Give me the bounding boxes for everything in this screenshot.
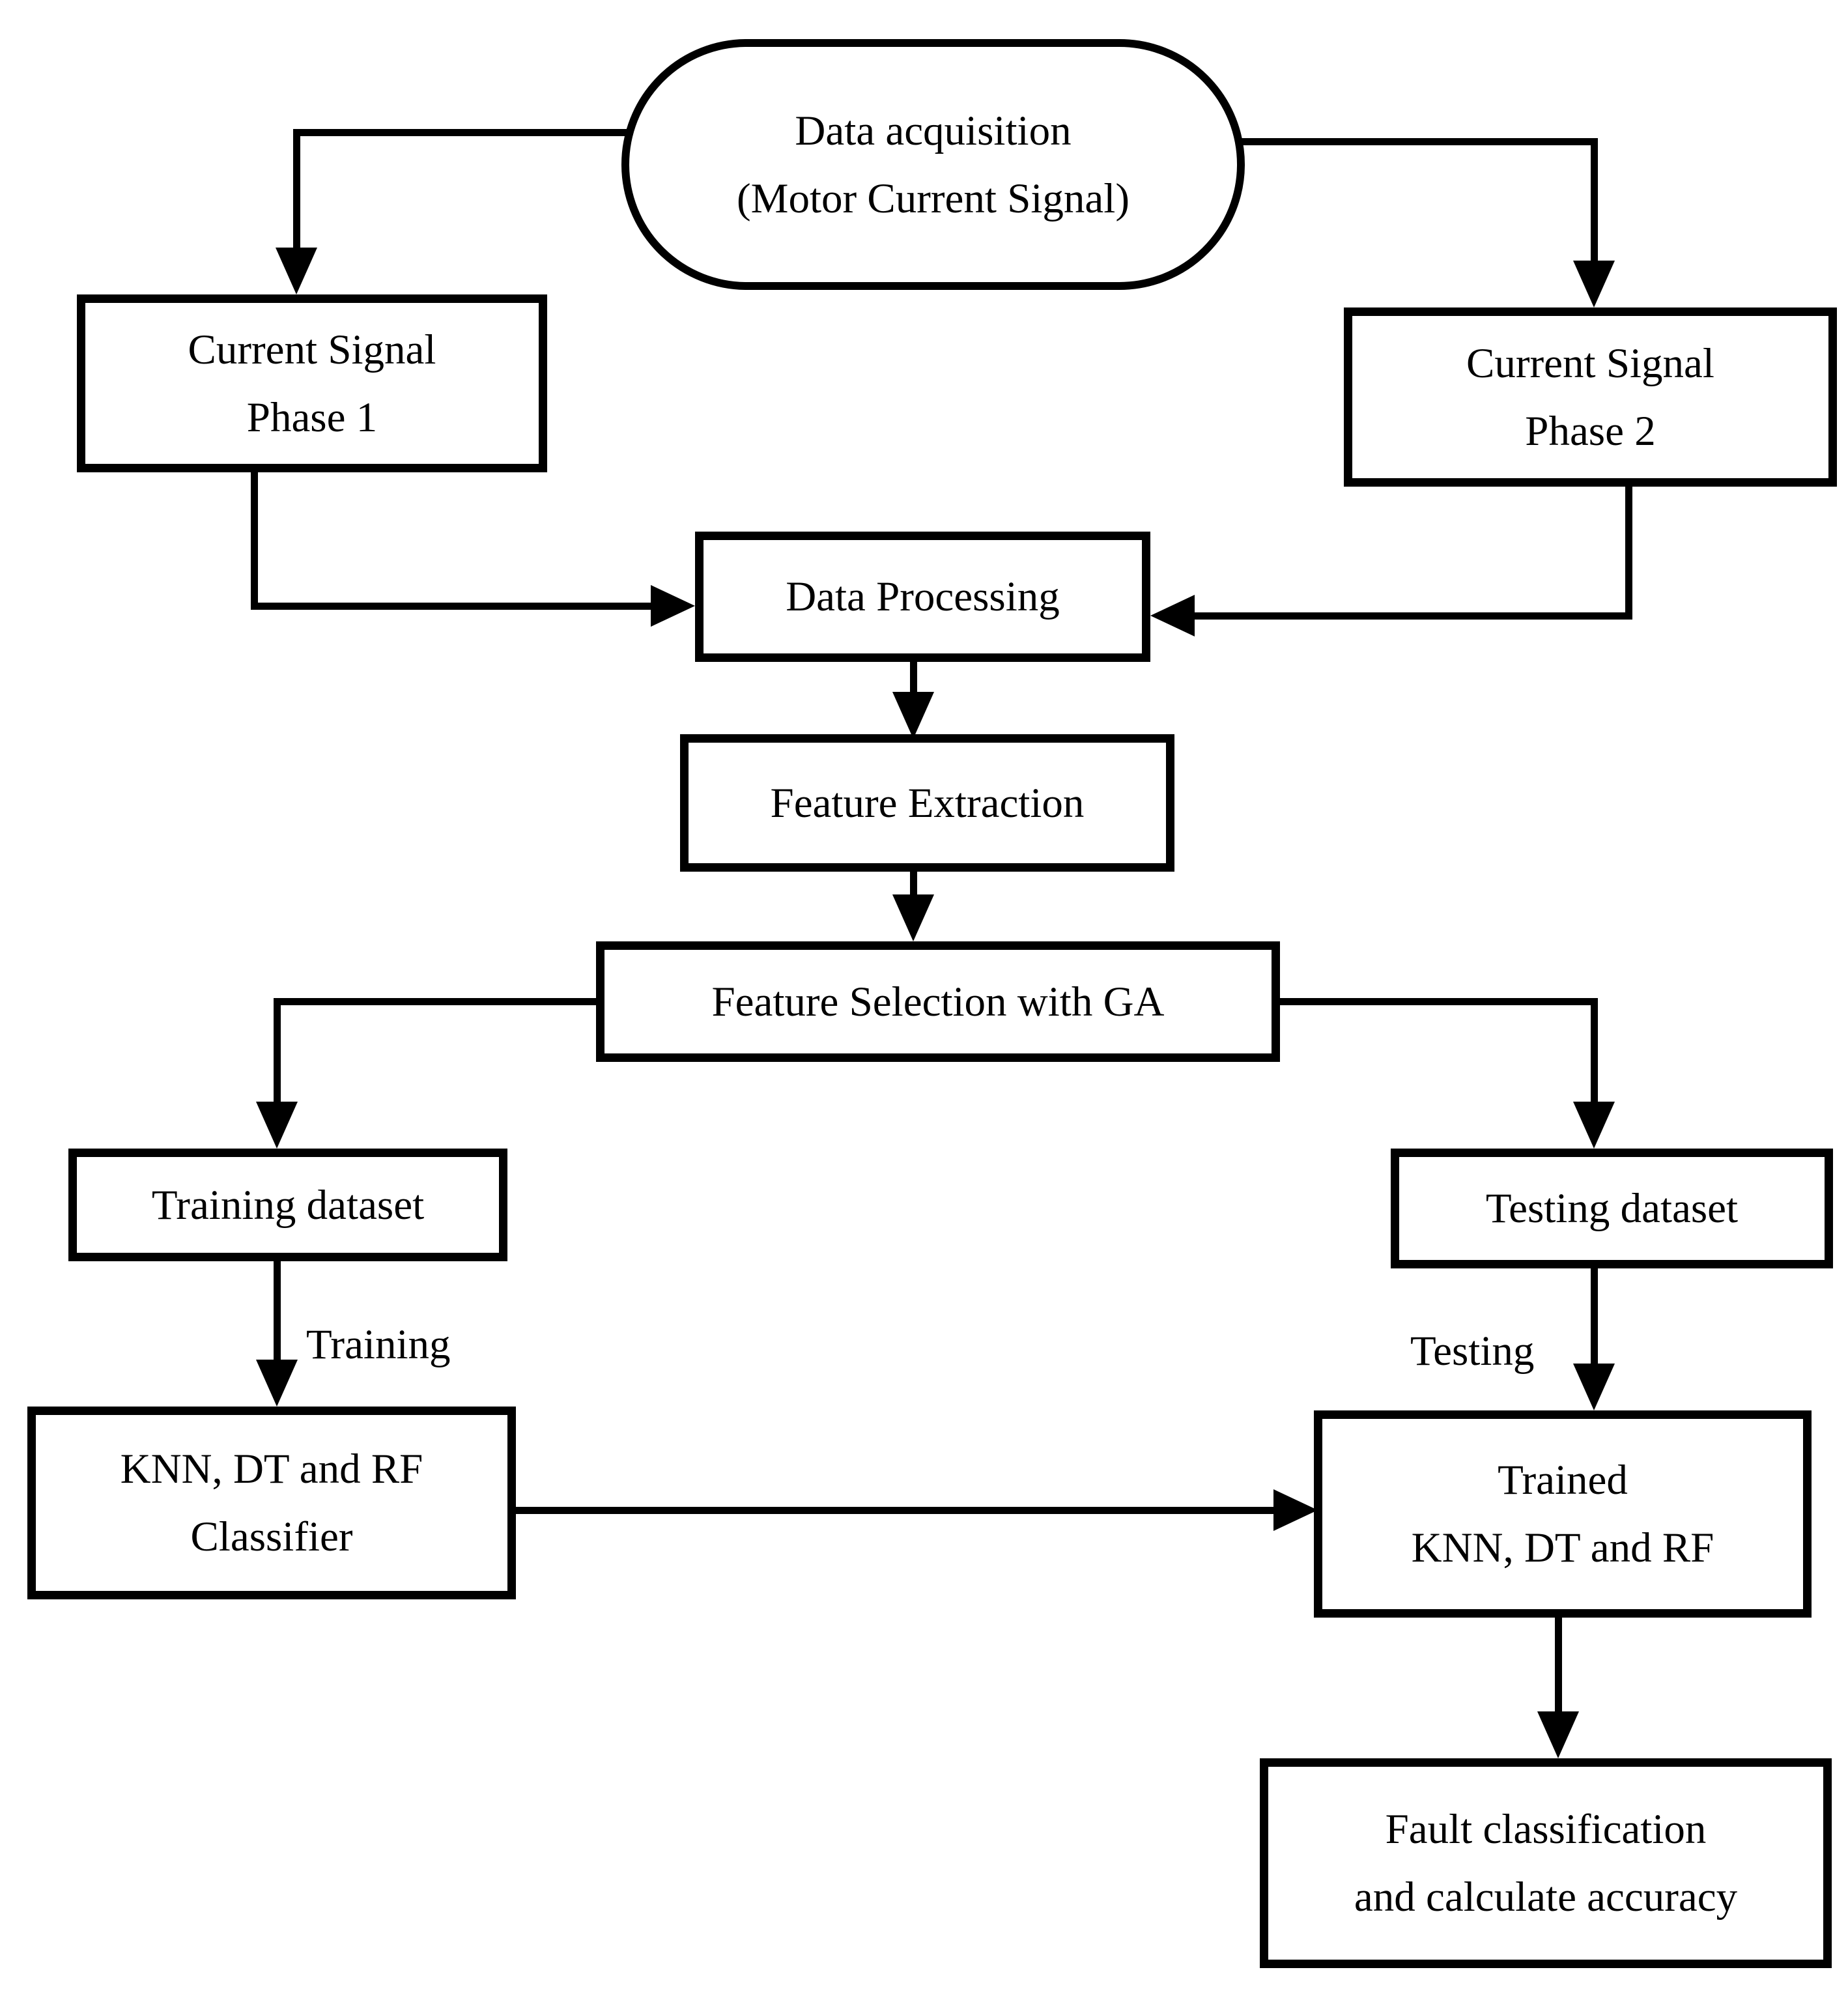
node-label-line: Fault classification (1385, 1806, 1707, 1853)
node-feature-extraction: Feature Extraction (680, 734, 1174, 872)
arrowhead-down-icon (892, 692, 934, 739)
node-testing-dataset: Testing dataset (1391, 1149, 1833, 1268)
edge-testing-trained-vline (1591, 1267, 1598, 1364)
node-label-line: and calculate accuracy (1354, 1874, 1738, 1921)
arrowhead-down-icon (1537, 1711, 1579, 1758)
node-current-signal-phase1: Current Signal Phase 1 (77, 294, 547, 472)
arrowhead-down-icon (1573, 1102, 1615, 1149)
node-label-line: Feature Selection with GA (711, 978, 1165, 1025)
node-label-line: Current Signal (1466, 339, 1714, 387)
edge-phase2-processing-hline (1193, 612, 1632, 620)
arrowhead-down-icon (256, 1102, 298, 1149)
node-label-line: KNN, DT and RF (120, 1446, 423, 1493)
edge-extraction-selection-vline (910, 870, 917, 896)
node-label-line: Testing dataset (1485, 1185, 1739, 1232)
edge-acquisition-phase2-hline (1238, 138, 1598, 145)
node-fault-classification: Fault classification and calculate accur… (1260, 1758, 1832, 1968)
node-knn-dt-rf-classifier: KNN, DT and RF Classifier (27, 1407, 516, 1599)
edge-selection-testing-vline (1591, 998, 1598, 1103)
edge-selection-training-hline (274, 998, 597, 1005)
node-label-line: Phase 1 (246, 393, 378, 441)
node-label-line: Classifier (190, 1513, 353, 1560)
edge-label-testing: Testing (1410, 1328, 1535, 1375)
node-label-line: Phase 2 (1525, 407, 1656, 455)
edge-phase1-processing-vline (251, 471, 258, 610)
arrowhead-down-icon (1573, 1364, 1615, 1410)
node-label-line: Data Processing (786, 573, 1060, 620)
edge-phase1-processing-hline (251, 603, 652, 610)
node-label-line: KNN, DT and RF (1411, 1524, 1714, 1571)
edge-trained-fault-vline (1555, 1616, 1562, 1711)
arrowhead-right-icon (651, 585, 695, 627)
arrowhead-down-icon (276, 248, 317, 294)
arrowhead-down-icon (892, 894, 934, 941)
arrowhead-down-icon (256, 1360, 298, 1407)
node-feature-selection-ga: Feature Selection with GA (596, 941, 1280, 1062)
node-data-processing: Data Processing (695, 532, 1150, 662)
edge-selection-training-vline (274, 998, 281, 1103)
edge-phase2-processing-vline (1625, 485, 1632, 620)
edge-processing-extraction-vline (910, 661, 917, 693)
node-training-dataset: Training dataset (68, 1149, 507, 1261)
node-label-line: Trained (1498, 1457, 1628, 1504)
edge-acquisition-phase1-vline (293, 129, 300, 249)
node-label-line: Feature Extraction (770, 779, 1085, 827)
arrowhead-right-icon (1273, 1489, 1318, 1531)
edge-label-training: Training (306, 1321, 451, 1368)
node-data-acquisition: Data acquisition (Motor Current Signal) (621, 39, 1245, 290)
node-label-line: Training dataset (151, 1181, 425, 1229)
arrowhead-down-icon (1573, 261, 1615, 307)
node-label-line: Data acquisition (795, 107, 1072, 154)
arrowhead-left-icon (1150, 595, 1195, 636)
edge-classifier-trained-hline (515, 1507, 1275, 1514)
node-current-signal-phase2: Current Signal Phase 2 (1344, 307, 1837, 487)
node-label-line: (Motor Current Signal) (737, 175, 1130, 222)
edge-acquisition-phase1-hline (293, 129, 651, 136)
node-label-line: Current Signal (188, 326, 436, 373)
edge-acquisition-phase2-vline (1591, 138, 1598, 262)
node-trained-knn-dt-rf: Trained KNN, DT and RF (1314, 1410, 1812, 1618)
edge-training-classifier-vline (274, 1260, 281, 1360)
edge-selection-testing-hline (1279, 998, 1598, 1005)
